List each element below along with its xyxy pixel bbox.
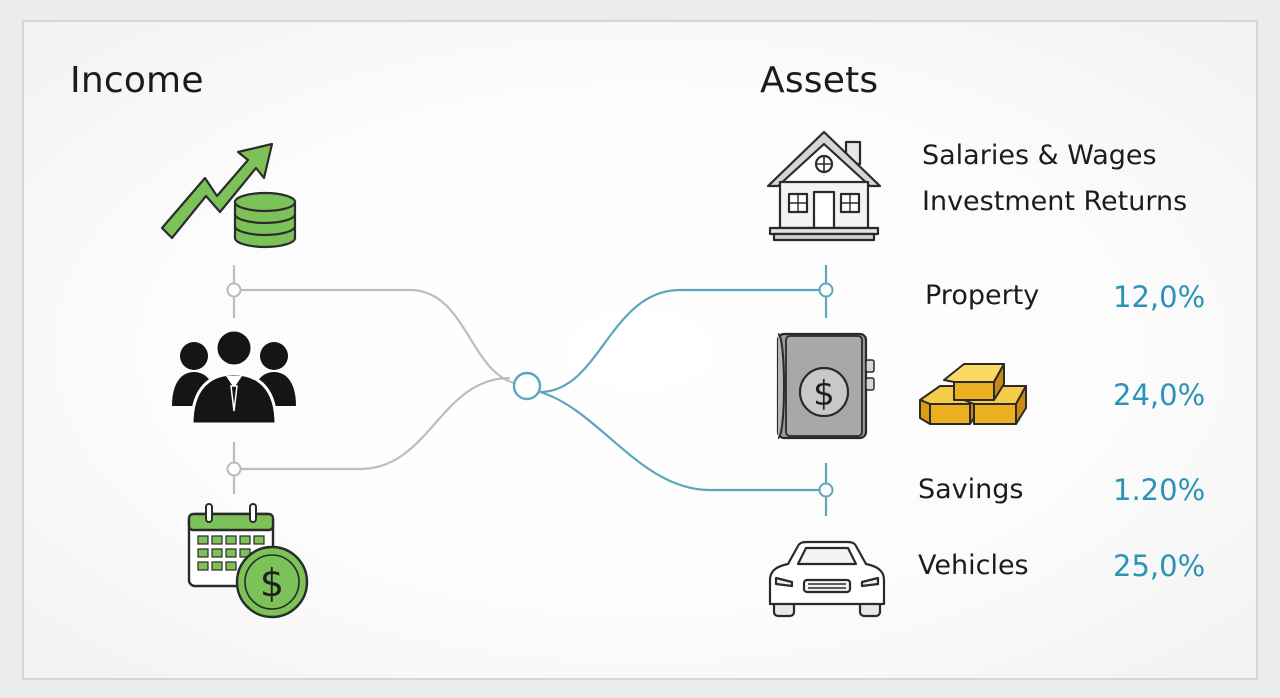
gold-bars-icon [919,363,1027,425]
asset-value-vehicles: 25,0% [1113,549,1206,583]
legend-salaries-wages: Salaries & Wages [922,140,1157,171]
asset-label-property: Property [925,280,1040,311]
assets-heading: Assets [760,60,879,101]
svg-text:$: $ [260,561,284,605]
hub-node [512,371,542,401]
calendar-dollar-icon: $ [187,503,309,619]
car-icon [768,540,886,618]
people-icon [172,328,296,426]
income-flow-line-top [234,288,528,387]
income-heading: Income [70,60,204,101]
ledger-dollar-icon: $ [776,332,875,440]
growth-coins-icon [160,142,297,249]
asset-value-property: 12,0% [1113,280,1206,314]
asset-label-savings: Savings [918,474,1024,505]
income-node-top [226,282,242,298]
asset-flow-line-savings [539,390,820,492]
income-flow-line-bottom [234,376,511,471]
income-node-bottom [226,461,242,477]
svg-text:$: $ [813,374,835,414]
asset-label-vehicles: Vehicles [918,550,1029,581]
house-icon [766,130,882,242]
asset-value-savings: 1.20% [1113,473,1206,507]
asset-flow-line-property [539,288,820,394]
asset-node-savings [818,482,834,498]
asset-value-gold: 24,0% [1113,378,1206,412]
legend-investment-returns: Investment Returns [922,186,1188,217]
asset-node-property [818,282,834,298]
